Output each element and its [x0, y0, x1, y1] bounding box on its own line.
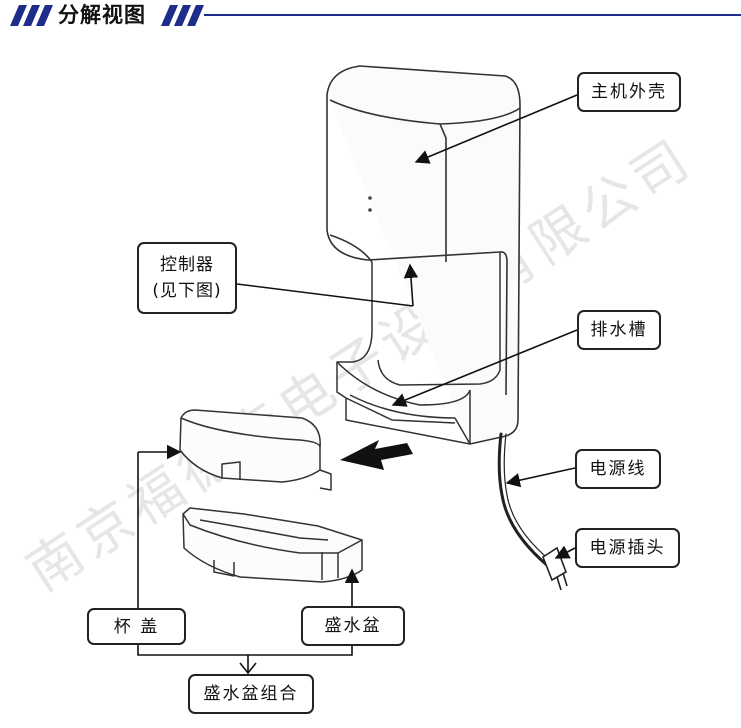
- label-drain-trough: 排水槽: [577, 310, 661, 350]
- power-plug-icon: [542, 546, 568, 591]
- indicator-dot: [368, 196, 372, 200]
- label-cup-lid: 杯 盖: [87, 608, 186, 645]
- water-basin: [182, 507, 363, 583]
- label-controller: 控制器 (见下图): [137, 242, 237, 314]
- cup-lid: [179, 409, 332, 491]
- header-decoration: [10, 5, 741, 26]
- label-basin-assembly: 盛水盆组合: [188, 674, 314, 714]
- leader-lines: [137, 94, 578, 675]
- label-controller-line2: (见下图): [152, 281, 222, 301]
- label-power-plug: 电源插头: [575, 528, 680, 568]
- label-main-shell: 主机外壳: [577, 72, 681, 112]
- right-slash-icon: [161, 5, 204, 26]
- left-slash-icon: [10, 5, 53, 26]
- main-body-shell: [326, 65, 521, 445]
- removal-arrow-icon: [340, 440, 413, 470]
- indicator-dot: [368, 208, 372, 212]
- label-water-basin: 盛水盆: [301, 606, 405, 646]
- hand-cavity: [336, 252, 501, 445]
- page-title: 分解视图: [58, 3, 146, 27]
- section-header: 分解视图: [0, 0, 741, 34]
- power-cable: [497, 432, 553, 568]
- label-controller-line1: 控制器: [160, 255, 214, 275]
- label-power-cable: 电源线: [575, 449, 661, 489]
